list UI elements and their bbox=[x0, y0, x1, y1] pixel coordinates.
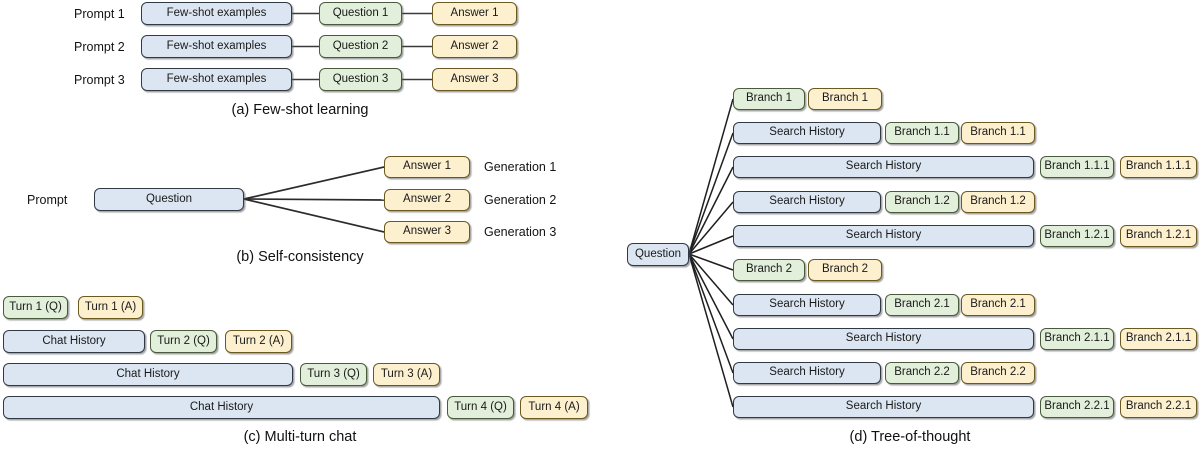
panel-d-question-3[interactable]: Branch 1.1.1 bbox=[1040, 156, 1114, 178]
panel-d-history-10[interactable]: Search History bbox=[733, 396, 1034, 418]
panel-c-answer-3[interactable]: Turn 3 (A) bbox=[373, 363, 440, 386]
panel-a-context-2[interactable]: Few-shot examples bbox=[141, 35, 292, 58]
panel-a-context-3[interactable]: Few-shot examples bbox=[141, 68, 292, 91]
panel-d-caption: (d) Tree-of-thought bbox=[849, 429, 971, 445]
panel-c-answer-1[interactable]: Turn 1 (A) bbox=[78, 296, 143, 319]
panel-d-answer-4[interactable]: Branch 1.2 bbox=[961, 191, 1035, 213]
panel-a-row-label-2: Prompt 2 bbox=[74, 40, 125, 54]
panel-b-generation-3: Generation 3 bbox=[484, 225, 557, 239]
panel-b-question[interactable]: Question bbox=[94, 188, 244, 211]
panel-d-question-1[interactable]: Branch 1 bbox=[733, 88, 805, 110]
panel-d-root-question[interactable]: Question bbox=[627, 243, 689, 266]
panel-b-answer-1[interactable]: Answer 1 bbox=[384, 156, 470, 178]
panel-b-answer-2[interactable]: Answer 2 bbox=[384, 189, 470, 211]
panel-d-answer-1[interactable]: Branch 1 bbox=[808, 88, 882, 110]
panel-d-history-9[interactable]: Search History bbox=[733, 362, 881, 384]
panel-d-answer-8[interactable]: Branch 2.1.1 bbox=[1120, 328, 1197, 350]
panel-d-history-2[interactable]: Search History bbox=[733, 122, 881, 144]
panel-d-question-6[interactable]: Branch 2 bbox=[733, 259, 805, 281]
panel-d-answer-5[interactable]: Branch 1.2.1 bbox=[1120, 225, 1197, 247]
panel-d-history-8[interactable]: Search History bbox=[733, 328, 1034, 350]
panel-d-answer-7[interactable]: Branch 2.1 bbox=[961, 294, 1035, 316]
panel-c-caption: (c) Multi-turn chat bbox=[243, 429, 357, 445]
panel-c-question-1[interactable]: Turn 1 (Q) bbox=[3, 296, 68, 319]
panel-d-question-9[interactable]: Branch 2.2 bbox=[885, 362, 959, 384]
panel-a-question-1[interactable]: Question 1 bbox=[319, 2, 402, 25]
panel-b-generation-2: Generation 2 bbox=[484, 193, 557, 207]
panel-b-caption: (b) Self-consistency bbox=[236, 249, 364, 265]
panel-d-question-10[interactable]: Branch 2.2.1 bbox=[1040, 396, 1114, 418]
panel-a-question-3[interactable]: Question 3 bbox=[319, 68, 402, 91]
panel-a-answer-2[interactable]: Answer 2 bbox=[432, 35, 517, 58]
panel-b-generation-1: Generation 1 bbox=[484, 160, 557, 174]
panel-a-answer-3[interactable]: Answer 3 bbox=[432, 68, 517, 91]
panel-c-question-4[interactable]: Turn 4 (Q) bbox=[447, 396, 514, 419]
panel-c-question-2[interactable]: Turn 2 (Q) bbox=[150, 330, 217, 353]
panel-d-history-5[interactable]: Search History bbox=[733, 225, 1034, 247]
panel-c-answer-2[interactable]: Turn 2 (A) bbox=[225, 330, 292, 353]
panel-c-history-4[interactable]: Chat History bbox=[3, 396, 440, 419]
panel-d-answer-9[interactable]: Branch 2.2 bbox=[961, 362, 1035, 384]
panel-d-question-4[interactable]: Branch 1.2 bbox=[885, 191, 959, 213]
panel-a-row-label-1: Prompt 1 bbox=[74, 7, 125, 21]
panel-d-question-7[interactable]: Branch 2.1 bbox=[885, 294, 959, 316]
panel-c-answer-4[interactable]: Turn 4 (A) bbox=[520, 396, 588, 419]
panel-a-question-2[interactable]: Question 2 bbox=[319, 35, 402, 58]
panel-a-answer-1[interactable]: Answer 1 bbox=[432, 2, 517, 25]
panel-d-answer-10[interactable]: Branch 2.2.1 bbox=[1120, 396, 1197, 418]
panel-b-answer-3[interactable]: Answer 3 bbox=[384, 221, 470, 243]
panel-d-question-8[interactable]: Branch 2.1.1 bbox=[1040, 328, 1114, 350]
panel-a-context-1[interactable]: Few-shot examples bbox=[141, 2, 292, 25]
panel-d-answer-6[interactable]: Branch 2 bbox=[808, 259, 882, 281]
panel-c-question-3[interactable]: Turn 3 (Q) bbox=[300, 363, 367, 386]
panel-d-answer-2[interactable]: Branch 1.1 bbox=[961, 122, 1035, 144]
panel-d-history-3[interactable]: Search History bbox=[733, 156, 1034, 178]
panel-d-history-7[interactable]: Search History bbox=[733, 294, 881, 316]
panel-a-row-label-3: Prompt 3 bbox=[74, 73, 125, 87]
panel-d-question-2[interactable]: Branch 1.1 bbox=[885, 122, 959, 144]
panel-b-prompt-label: Prompt bbox=[27, 193, 68, 207]
panel-c-history-3[interactable]: Chat History bbox=[3, 363, 293, 386]
panel-d-question-5[interactable]: Branch 1.2.1 bbox=[1040, 225, 1114, 247]
panel-d-history-4[interactable]: Search History bbox=[733, 191, 881, 213]
panel-c-history-2[interactable]: Chat History bbox=[3, 330, 145, 353]
panel-a-caption: (a) Few-shot learning bbox=[231, 102, 369, 118]
panel-d-answer-3[interactable]: Branch 1.1.1 bbox=[1120, 156, 1197, 178]
